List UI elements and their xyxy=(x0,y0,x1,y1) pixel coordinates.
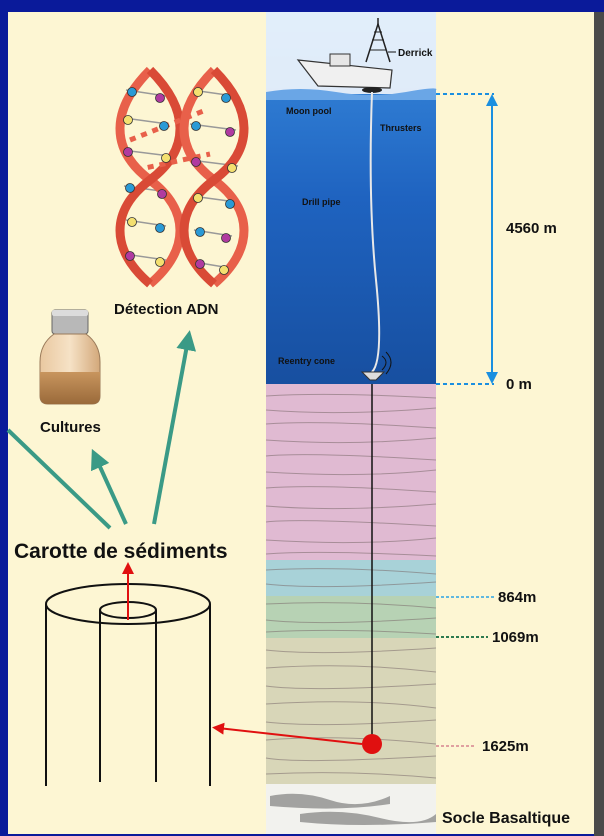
cultures-label: Cultures xyxy=(40,419,101,436)
water-depth-label: 4560 m xyxy=(506,220,557,237)
drill-pipe-label: Drill pipe xyxy=(302,197,341,207)
core-label: Carotte de sédiments xyxy=(14,540,228,563)
seafloor-depth-label: 0 m xyxy=(506,376,532,393)
thrusters-label: Thrusters xyxy=(380,123,422,133)
layer-3-depth-label: 1625m xyxy=(482,738,529,755)
basement-label: Socle Basaltique xyxy=(442,810,570,827)
derrick-label: Derrick xyxy=(398,48,433,59)
sample-point xyxy=(362,734,382,754)
layer-1-depth-label: 864m xyxy=(498,589,536,606)
right-border-shadow xyxy=(594,12,604,836)
layer-2-depth-label: 1069m xyxy=(492,629,539,646)
sediment-column xyxy=(266,384,436,834)
dna-detection-label: Détection ADN xyxy=(114,301,218,318)
reentry-cone-label: Reentry cone xyxy=(278,356,335,366)
moon-pool-label: Moon pool xyxy=(286,106,331,116)
